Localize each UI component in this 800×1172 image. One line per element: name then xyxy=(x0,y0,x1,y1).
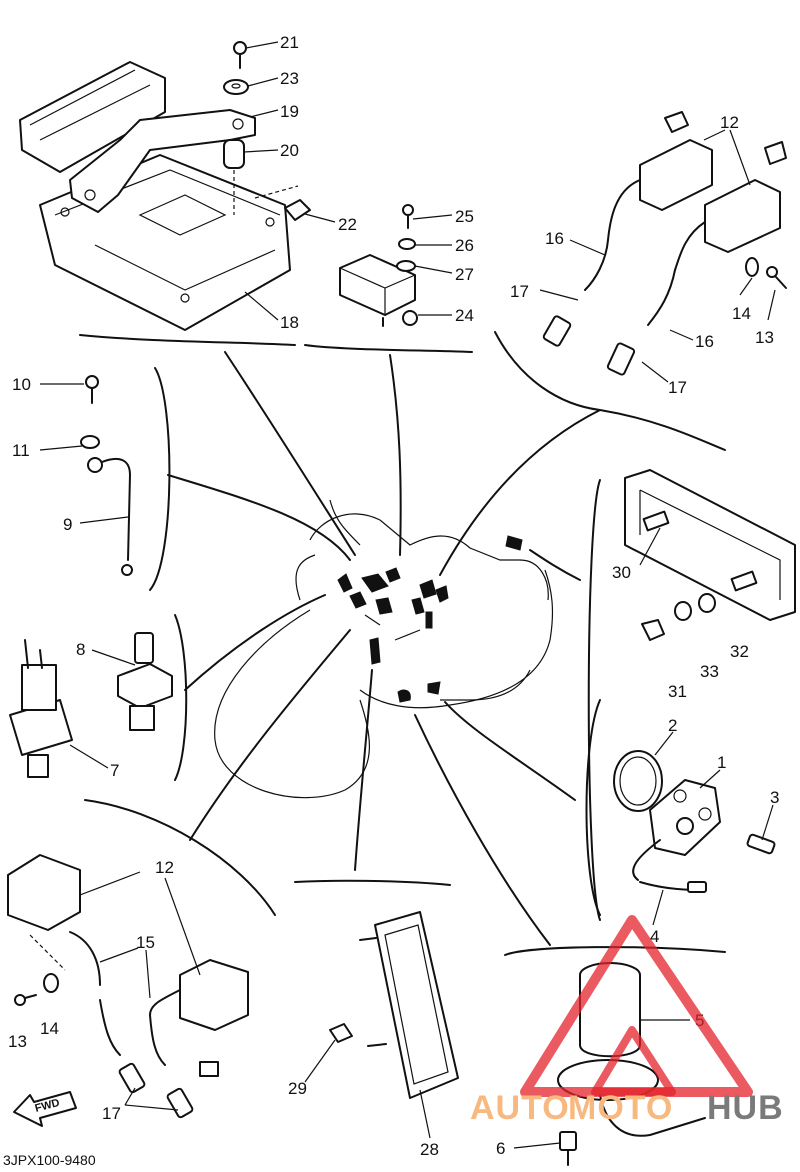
washer-33 xyxy=(674,601,692,621)
callout-leader-lines xyxy=(167,351,601,946)
part-number-1: 1 xyxy=(717,753,726,772)
clip-22 xyxy=(254,185,311,221)
sensor-1 xyxy=(632,779,721,881)
central-frame-illustration xyxy=(214,499,554,799)
part-number-33: 33 xyxy=(700,662,719,681)
part-number-14-upper: 14 xyxy=(732,304,751,323)
part-number-2: 2 xyxy=(668,716,677,735)
ecu-cover xyxy=(19,61,166,173)
part-number-12-upper: 12 xyxy=(720,113,739,132)
washer-14-lower xyxy=(43,973,59,993)
switch-8 xyxy=(117,632,173,731)
part-number-9: 9 xyxy=(63,515,72,534)
part-number-21: 21 xyxy=(280,33,299,52)
bolt-13-upper xyxy=(766,266,787,289)
bolt-10 xyxy=(85,375,99,404)
washer-14-upper xyxy=(745,257,759,277)
part-number-17-lower: 17 xyxy=(102,1104,121,1123)
ignition-coil-lower-a xyxy=(7,854,101,986)
part-number-17-upper-b: 17 xyxy=(668,378,687,397)
washer-23 xyxy=(223,79,249,95)
washer-11 xyxy=(80,435,100,449)
washer-27 xyxy=(396,260,416,272)
switch-7 xyxy=(9,639,73,778)
part-number-22: 22 xyxy=(338,215,357,234)
ignition-coil-upper-a xyxy=(607,111,713,241)
nut-31 xyxy=(641,619,665,641)
collar-20 xyxy=(223,139,245,215)
part-number-24: 24 xyxy=(455,306,474,325)
part-number-29: 29 xyxy=(288,1079,307,1098)
washer-32 xyxy=(698,593,716,613)
o-ring-2 xyxy=(613,750,663,812)
part-number-13-upper: 13 xyxy=(755,328,774,347)
part-number-12-lower: 12 xyxy=(155,858,174,877)
forward-direction-arrow: FWD xyxy=(13,1091,77,1127)
part-number-6: 6 xyxy=(496,1139,505,1158)
relay-24 xyxy=(339,254,418,327)
part-number-28: 28 xyxy=(420,1140,439,1159)
diagram-code: 3JPX100-9480 xyxy=(3,1152,96,1168)
part-number-10: 10 xyxy=(12,375,31,394)
watermark-text-hub: HUB xyxy=(707,1089,784,1127)
part-number-31: 31 xyxy=(668,682,687,701)
ignition-coil-lower-b xyxy=(149,959,249,1077)
part-number-23: 23 xyxy=(280,69,299,88)
part-number-11: 11 xyxy=(12,441,30,460)
watermark-text-auto: AUTO xyxy=(470,1089,570,1127)
part-number-15: 15 xyxy=(136,933,155,952)
part-number-18: 18 xyxy=(280,313,299,332)
part-number-19: 19 xyxy=(280,102,299,121)
part-number-13-lower: 13 xyxy=(8,1032,27,1051)
part-number-4: 4 xyxy=(650,927,659,946)
bolt-21 xyxy=(233,41,247,69)
watermark-logo: AUTO MOTO HUB xyxy=(470,915,784,1127)
part-number-16-upper-b: 16 xyxy=(695,332,714,351)
screw-3 xyxy=(746,833,776,855)
part-number-leaders xyxy=(39,41,776,1149)
part-number-16-upper: 16 xyxy=(545,229,564,248)
watermark-text-moto: MOTO xyxy=(568,1089,673,1127)
plug-lead-upper-b xyxy=(606,269,676,376)
part-number-14-lower: 14 xyxy=(40,1019,59,1038)
part-number-30: 30 xyxy=(612,563,631,582)
part-number-17-upper-a: 17 xyxy=(510,282,529,301)
part-number-7: 7 xyxy=(110,761,119,780)
bolt-6 xyxy=(559,1131,577,1166)
bolt-13-lower xyxy=(14,994,37,1006)
part-number-26: 26 xyxy=(455,236,474,255)
nut-26 xyxy=(398,238,416,250)
part-number-20: 20 xyxy=(280,141,299,160)
ground-lead-9 xyxy=(87,457,133,576)
plug-lead-lower-a xyxy=(99,999,146,1094)
ignition-coil-upper-b xyxy=(674,141,787,271)
part-number-3: 3 xyxy=(770,788,779,807)
part-number-32: 32 xyxy=(730,642,749,661)
part-number-27: 27 xyxy=(455,265,474,284)
reflector-28 xyxy=(359,911,459,1099)
nut-29 xyxy=(329,1023,353,1043)
part-number-8: 8 xyxy=(76,640,85,659)
lamp-housing-30 xyxy=(624,469,796,621)
bolt-25 xyxy=(402,204,414,229)
bracket-19 xyxy=(69,109,256,213)
plug-lead-lower-b xyxy=(149,1014,194,1119)
plug-lead-upper-a xyxy=(542,239,609,347)
lead-4 xyxy=(639,881,707,893)
group-brackets xyxy=(79,331,726,956)
part-number-25: 25 xyxy=(455,207,474,226)
